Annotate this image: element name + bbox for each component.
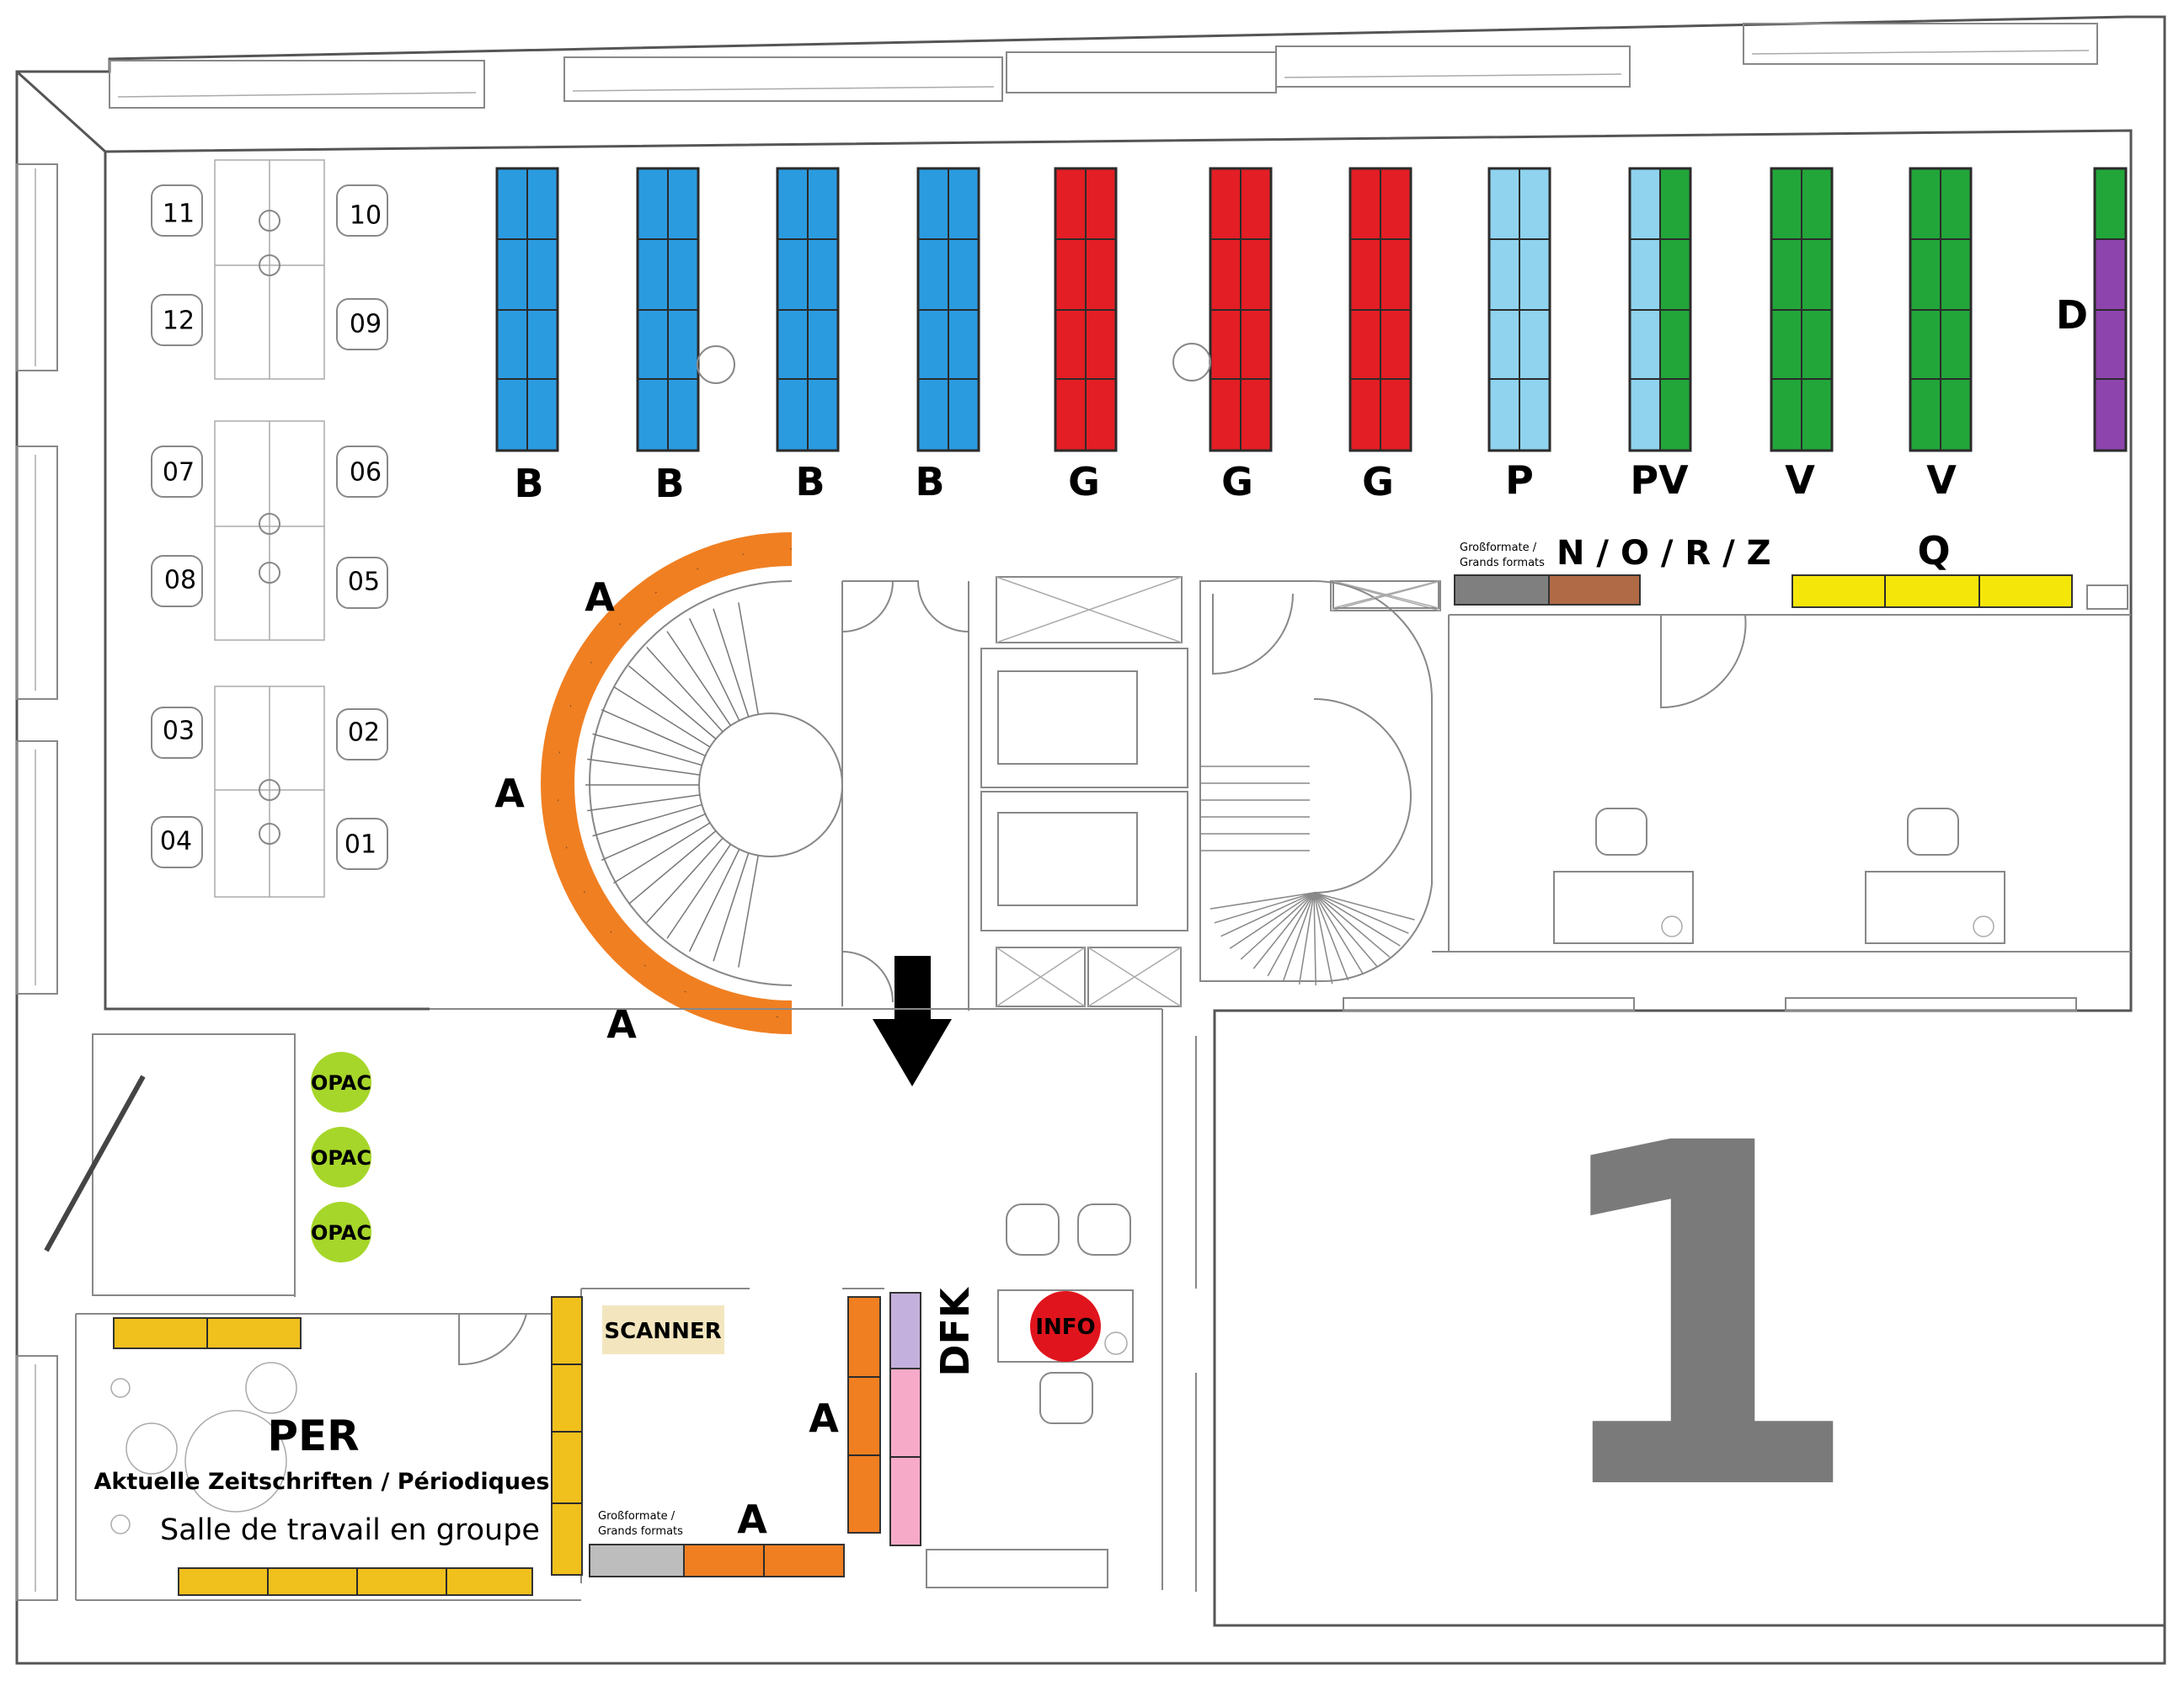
shelf-label-q: Q (1917, 528, 1950, 574)
middle-shelves: Großformate / Grands formats N / O / R /… (1330, 528, 2128, 611)
shelf-label: V (1926, 457, 1957, 503)
per-subtitle: Aktuelle Zeitschriften / Périodiques (93, 1469, 549, 1495)
building-walls (15, 15, 2166, 1665)
opac-label: OPAC (311, 1221, 371, 1245)
shelf-label-norz: N / O / R / Z (1557, 534, 1771, 573)
dfk-shelves: DFK (889, 1286, 978, 1546)
seat-number: 10 (350, 201, 382, 231)
shelf-g (1348, 167, 1412, 452)
shelf-v (1770, 167, 1834, 452)
seat-number: 06 (350, 458, 382, 488)
staircase-right (1199, 580, 1439, 985)
shelf-b (916, 167, 980, 452)
opac-terminal[interactable] (311, 1202, 371, 1262)
shelf-d (2093, 167, 2128, 452)
shelf-pv (1628, 167, 1692, 452)
periodicals-shelves (113, 1296, 583, 1596)
shelf-label: B (654, 461, 684, 506)
reading-area: 11 10 12 09 07 06 08 05 03 02 04 01 (151, 159, 388, 898)
office-right (1432, 614, 2131, 953)
shelf-label: B (915, 459, 944, 504)
shelf-row (495, 167, 2128, 452)
large-formats-label: Grands formats (1460, 557, 1545, 569)
opac-label: OPAC (311, 1071, 371, 1095)
shelf-label: V (1785, 457, 1815, 503)
opac-terminal[interactable] (311, 1052, 371, 1113)
per-label: PER (267, 1412, 359, 1460)
opac-terminal[interactable] (311, 1127, 371, 1187)
shelf-labels: B B B B G G G P PV V V D (514, 292, 2088, 506)
shelf-label: G (1362, 459, 1394, 504)
seat-number: 09 (350, 310, 382, 339)
group-room-label: Salle de travail en groupe (160, 1513, 540, 1547)
seat-number: 04 (160, 827, 192, 857)
floor-number: 1 (1537, 1045, 1866, 1594)
shelf-label: B (795, 459, 825, 504)
seat-number: 07 (163, 458, 195, 488)
info-desk: INFO (1030, 1291, 1101, 1362)
seat-number: 01 (344, 830, 376, 860)
shelf-label-a: A (494, 771, 525, 816)
seat-number: 11 (163, 200, 195, 229)
direction-arrow-icon (873, 956, 952, 1086)
large-formats-label: Großformate / (598, 1510, 675, 1523)
columns (697, 343, 1211, 384)
shelf-label-a: A (585, 574, 615, 620)
staircase-left: A A A (494, 532, 969, 1047)
opac-terminals: OPAC OPAC OPAC (311, 1052, 371, 1262)
shelf-label-dfk: DFK (932, 1286, 978, 1377)
shelf-g (1209, 167, 1273, 452)
shelf-p (1487, 167, 1551, 452)
shelf-label: G (1221, 459, 1253, 504)
scanner: SCANNER (602, 1305, 724, 1354)
seat-number: 03 (163, 717, 195, 746)
info-point[interactable] (1030, 1291, 1101, 1362)
shelf-label: P (1505, 457, 1534, 503)
periodicals-area: PER Aktuelle Zeitschriften / Périodiques… (93, 1412, 549, 1547)
scanner-label: SCANNER (604, 1319, 721, 1344)
shelf-b (776, 167, 840, 452)
seat-number: 05 (348, 568, 380, 597)
elevators (980, 576, 1188, 1007)
seat-number: 02 (348, 718, 380, 748)
a-shelves-lower: Großformate / Grands formats A A (589, 1296, 881, 1577)
large-formats-label: Großformate / (1460, 542, 1537, 554)
seat-number: 12 (163, 307, 195, 336)
shelf-label: D (2056, 292, 2088, 338)
shelf-g (1054, 167, 1118, 452)
opac-label: OPAC (311, 1146, 371, 1170)
shelf-label-a: A (737, 1497, 767, 1542)
shelf-b (636, 167, 700, 452)
shelf-label: PV (1630, 457, 1689, 503)
shelf-label-a: A (809, 1395, 839, 1441)
shelf-label: G (1068, 459, 1100, 504)
shelf-b (495, 167, 559, 452)
shelf-v (1909, 167, 1973, 452)
shelf-label: B (514, 461, 543, 506)
large-formats-label: Grands formats (598, 1525, 683, 1538)
info-label: INFO (1035, 1315, 1095, 1340)
seat-number: 08 (164, 566, 196, 595)
